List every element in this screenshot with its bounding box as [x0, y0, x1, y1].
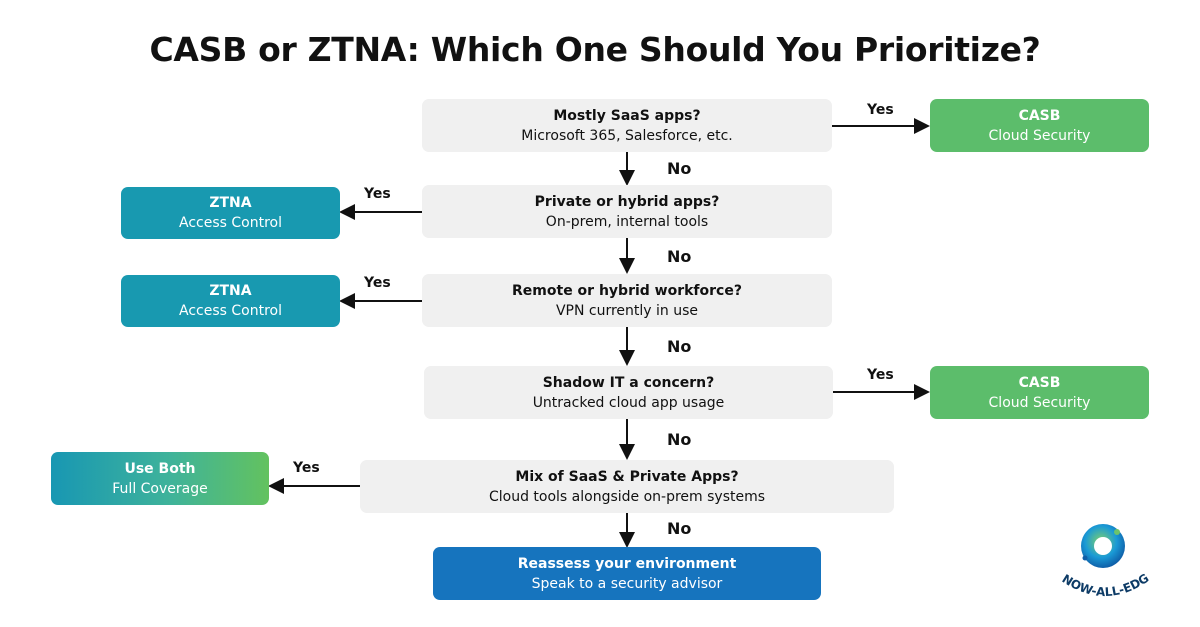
yes-label: Yes [364, 186, 391, 202]
question-private: Private or hybrid apps? On-prem, interna… [422, 185, 832, 238]
outcome-sub: Cloud Security [988, 394, 1091, 411]
question-heading: Mostly SaaS apps? [553, 107, 701, 124]
outcome-sub: Cloud Security [988, 127, 1091, 144]
outcome-use-both: Use Both Full Coverage [51, 452, 269, 505]
page-title: CASB or ZTNA: Which One Should You Prior… [149, 30, 1041, 69]
no-label: No [667, 159, 692, 178]
outcome-heading: Use Both [124, 460, 196, 477]
outcome-ztna-2: ZTNA Access Control [121, 275, 340, 327]
question-sub: Untracked cloud app usage [532, 394, 725, 411]
question-heading: Private or hybrid apps? [534, 193, 720, 210]
outcome-sub: Full Coverage [112, 480, 208, 497]
question-sub: VPN currently in use [555, 302, 699, 319]
yes-label: Yes [867, 102, 894, 118]
final-sub: Speak to a security advisor [531, 575, 723, 592]
yes-label: Yes [867, 367, 894, 383]
no-label: No [667, 430, 692, 449]
question-saas: Mostly SaaS apps? Microsoft 365, Salesfo… [422, 99, 832, 152]
question-heading: Shadow IT a concern? [542, 374, 715, 391]
no-label: No [667, 337, 692, 356]
outcome-sub: Access Control [179, 303, 282, 319]
outcome-sub: Access Control [179, 215, 282, 231]
question-sub: Microsoft 365, Salesforce, etc. [521, 127, 733, 144]
outcome-casb-1: CASB Cloud Security [930, 99, 1149, 152]
question-remote: Remote or hybrid workforce? VPN currentl… [422, 274, 832, 327]
outcome-heading: ZTNA [209, 283, 252, 299]
question-sub: Cloud tools alongside on-prem systems [488, 488, 766, 505]
final-heading: Reassess your environment [517, 555, 737, 572]
no-label: No [667, 247, 692, 266]
outcome-casb-2: CASB Cloud Security [930, 366, 1149, 419]
outcome-heading: ZTNA [209, 195, 252, 211]
outcome-reassess: Reassess your environment Speak to a sec… [433, 547, 821, 600]
know-all-edge-logo: KNOW-ALL-EDGE [1055, 512, 1151, 599]
question-heading: Remote or hybrid workforce? [512, 282, 742, 299]
outcome-ztna-1: ZTNA Access Control [121, 187, 340, 239]
question-shadow-it: Shadow IT a concern? Untracked cloud app… [424, 366, 833, 419]
no-label: No [667, 519, 692, 538]
question-sub: On-prem, internal tools [545, 213, 709, 230]
outcome-heading: CASB [1018, 107, 1061, 124]
yes-label: Yes [364, 275, 391, 291]
question-heading: Mix of SaaS & Private Apps? [515, 468, 739, 485]
question-mix: Mix of SaaS & Private Apps? Cloud tools … [360, 460, 894, 513]
yes-label: Yes [293, 460, 320, 476]
outcome-heading: CASB [1018, 374, 1061, 391]
